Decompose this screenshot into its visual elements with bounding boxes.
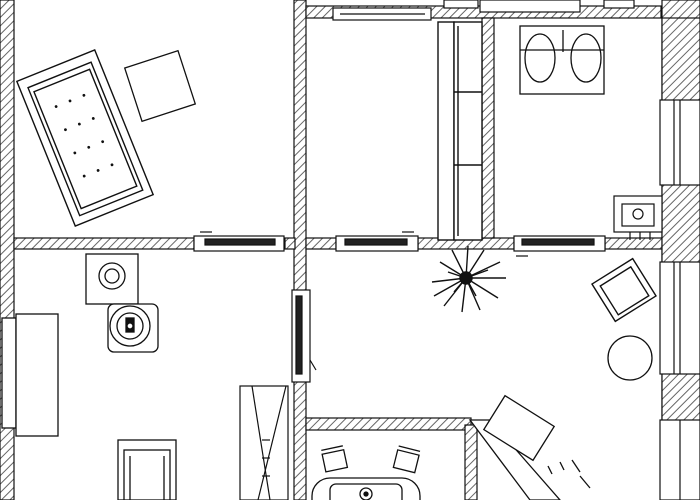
bed	[15, 49, 155, 227]
bed-buttons	[54, 93, 114, 178]
wall-horizontal-mid-a	[305, 237, 337, 250]
window-top-c	[479, 0, 581, 13]
plant	[431, 245, 506, 313]
chair-left	[321, 445, 349, 473]
kitchen-stove	[482, 394, 556, 462]
bathtub	[519, 25, 605, 95]
staircase	[239, 385, 289, 500]
fireplace	[85, 253, 139, 305]
kitchen-counter	[468, 394, 591, 500]
chairs	[321, 445, 421, 474]
armchair	[591, 257, 657, 323]
wall-center-vertical	[293, 0, 307, 500]
radiator-door	[291, 289, 317, 383]
door-right-leaf	[521, 238, 595, 246]
window-top-b	[443, 0, 479, 9]
windows-top	[332, 0, 635, 21]
dining-table	[311, 477, 421, 500]
sofa	[1, 313, 59, 437]
window-top-d	[603, 0, 635, 9]
round-stool	[107, 303, 159, 353]
nightstand	[123, 49, 197, 123]
sofa-back	[1, 317, 17, 429]
round-table	[607, 335, 653, 381]
wall-horizontal-lower	[305, 417, 472, 431]
wall-horizontal-right	[604, 237, 664, 250]
wardrobe	[437, 21, 483, 241]
chair-right	[392, 445, 421, 474]
wall-lower-vertical	[464, 424, 478, 500]
wall-middle-bath	[481, 17, 495, 239]
bed-mattress	[27, 61, 144, 217]
door-middle-leaf	[344, 238, 408, 246]
wall-horizontal-left-a	[13, 237, 195, 250]
windows-right	[659, 99, 700, 500]
sink	[613, 195, 663, 240]
bench	[117, 439, 177, 500]
wardrobe-door-strip	[437, 21, 455, 241]
sofa-seat	[15, 313, 59, 437]
door-left-leaf	[204, 238, 276, 246]
staircase-frame	[239, 385, 289, 500]
wall-horizontal-left-b	[284, 237, 296, 250]
doors-horizontal	[193, 231, 606, 257]
